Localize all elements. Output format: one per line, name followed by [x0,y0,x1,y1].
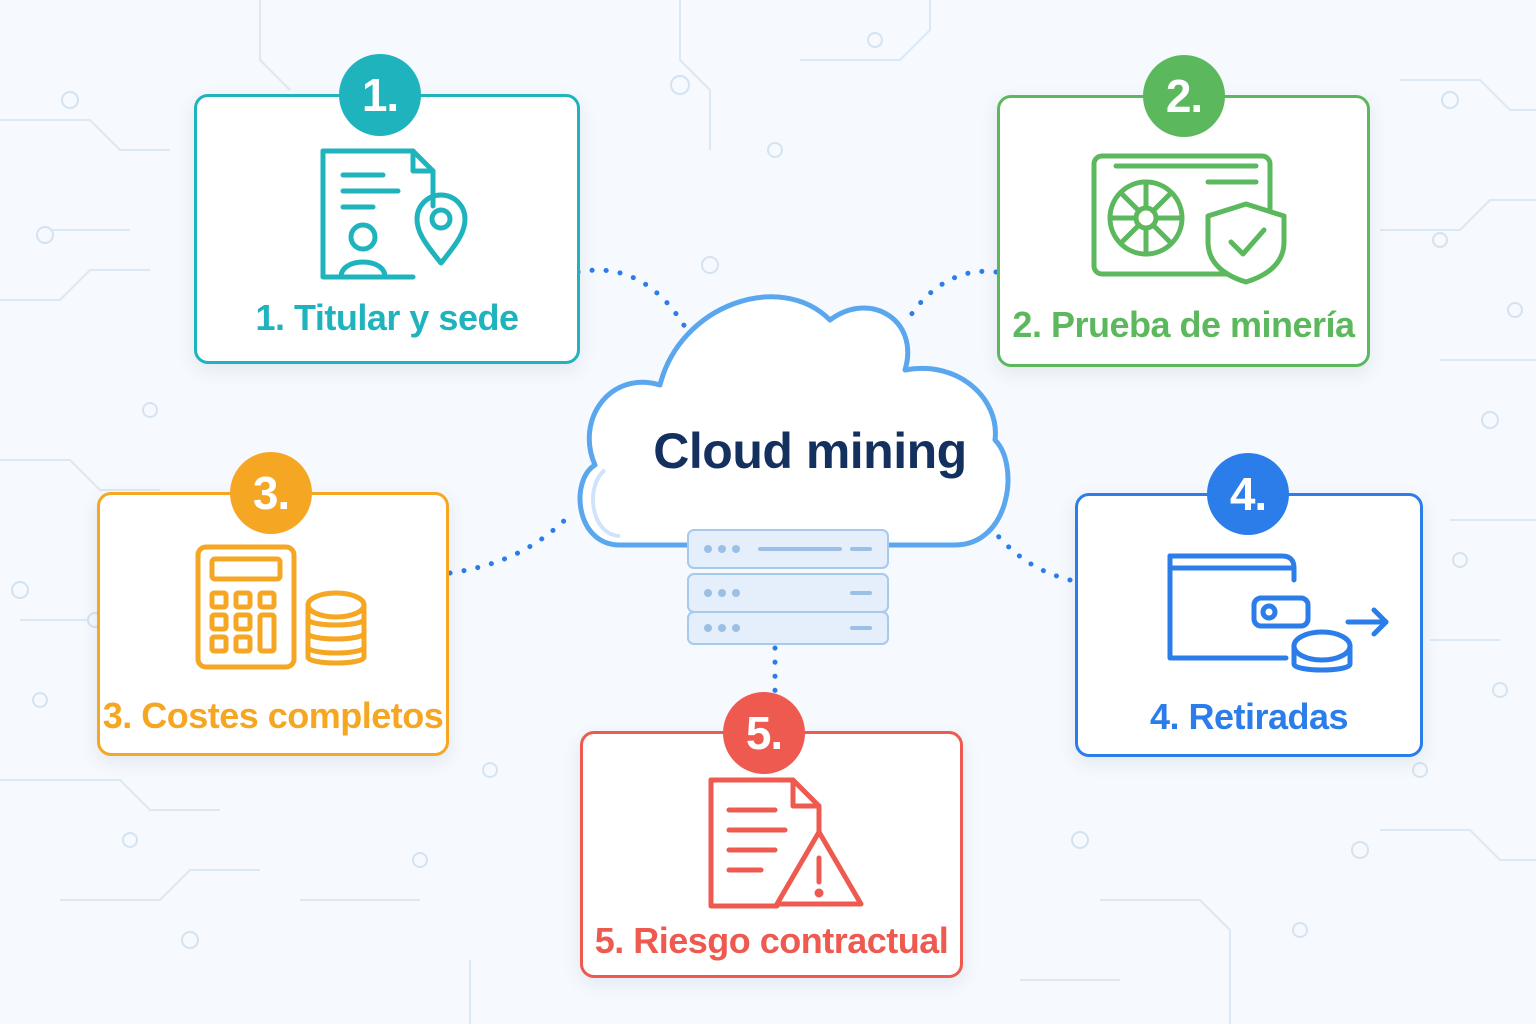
step-badge-2: 2. [1143,55,1225,137]
connector-3 [447,512,573,576]
cloud-shape [577,294,1011,548]
step-badge-3: 3. [230,452,312,534]
calculator-coins-icon [195,544,367,670]
step-card-3: 3. Costes completos [97,492,449,756]
step-label-3: 3. Costes completos [102,695,444,736]
step-badge-1: 1. [339,54,421,136]
step-label-2: 2. Prueba de minería [1012,304,1355,345]
mining-rig-shield-icon [1091,153,1287,285]
step-badge-4: 4. [1207,453,1289,535]
step-card-1: 1. Titular y sede [194,94,580,364]
wallet-coin-arrow-icon [1167,553,1389,673]
step-badge-5: 5. [723,692,805,774]
step-card-2: 2. Prueba de minería [997,95,1370,367]
step-label-5: 5. Riesgo contractual [594,920,949,961]
server-stack [687,529,889,645]
step-label-1: 1. Titular y sede [255,297,519,338]
connector-2 [902,268,999,328]
step-label-4: 4. Retiradas [1149,696,1349,737]
document-warning-icon [708,777,864,909]
connector-1 [575,267,691,335]
document-person-location-icon [320,148,468,280]
connector-4 [995,533,1073,583]
cloud-title: Cloud mining [653,423,967,479]
